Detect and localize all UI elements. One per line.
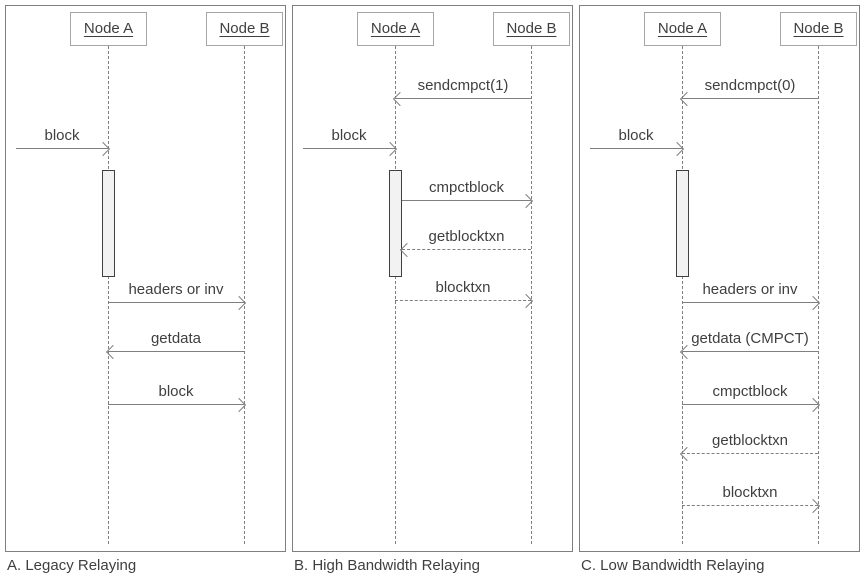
message-arrow-line [392, 91, 531, 107]
panel-caption: C. Low Bandwidth Relaying [581, 557, 765, 574]
message-arrow-line [108, 295, 247, 311]
message-arrow-line [395, 293, 534, 309]
node-a-box: Node A [70, 12, 147, 46]
message-arrow-line [679, 91, 818, 107]
message-arrow-line [16, 141, 111, 157]
message-label: cmpctblock [712, 383, 788, 400]
message-label: getdata (CMPCT) [691, 330, 809, 347]
message-label: getdata [150, 330, 202, 347]
message-label: getblocktxn [428, 228, 505, 245]
message-label: headers or inv [702, 281, 798, 298]
node-a-box: Node A [357, 12, 434, 46]
message-arrow-line [590, 141, 685, 157]
activation-bar [676, 170, 689, 277]
panel-frame: Node A Node B sendcmpct(1) block cmpctbl… [292, 5, 573, 552]
message-arrow-line [679, 344, 818, 360]
panel-low-bandwidth-relaying: Node A Node B sendcmpct(0) block headers… [579, 5, 860, 576]
message-arrow-line [105, 344, 244, 360]
message-label: headers or inv [128, 281, 224, 298]
lifeline-node-a [108, 46, 109, 544]
node-b-box: Node B [206, 12, 283, 46]
message-arrow-line [679, 446, 818, 462]
activation-bar [389, 170, 402, 277]
lifeline-node-b [531, 46, 532, 544]
node-b-box: Node B [493, 12, 570, 46]
message-label: block [44, 127, 80, 144]
node-b-box: Node B [780, 12, 857, 46]
panel-frame: Node A Node B block headers or inv getda… [5, 5, 286, 552]
message-arrow-line [108, 397, 247, 413]
message-label: sendcmpct(1) [417, 77, 509, 94]
lifeline-node-b [818, 46, 819, 544]
message-arrow-line [303, 141, 398, 157]
message-label: cmpctblock [428, 179, 505, 196]
node-a-label: Node A [370, 20, 421, 37]
activation-bar [102, 170, 115, 277]
message-label: blocktxn [435, 279, 491, 296]
panel-legacy-relaying: Node A Node B block headers or inv getda… [5, 5, 286, 576]
node-b-label: Node B [219, 20, 270, 37]
message-arrow-line [399, 242, 531, 258]
message-label: block [331, 127, 367, 144]
message-label: getblocktxn [712, 432, 788, 449]
message-label: block [158, 383, 194, 400]
message-arrow-line [682, 397, 821, 413]
panel-caption: B. High Bandwidth Relaying [294, 557, 480, 574]
message-arrow-line [682, 295, 821, 311]
node-a-label: Node A [657, 20, 708, 37]
node-a-label: Node A [83, 20, 134, 37]
message-label: block [618, 127, 654, 144]
message-label: blocktxn [722, 484, 778, 501]
message-arrow-line [682, 498, 821, 514]
node-b-label: Node B [793, 20, 844, 37]
panel-caption: A. Legacy Relaying [7, 557, 137, 574]
lifeline-node-b [244, 46, 245, 544]
message-arrow-line [402, 193, 534, 209]
lifeline-node-a [395, 46, 396, 544]
panel-frame: Node A Node B sendcmpct(0) block headers… [579, 5, 860, 552]
panel-high-bandwidth-relaying: Node A Node B sendcmpct(1) block cmpctbl… [292, 5, 573, 576]
node-a-box: Node A [644, 12, 721, 46]
lifeline-node-a [682, 46, 683, 544]
message-label: sendcmpct(0) [704, 77, 796, 94]
node-b-label: Node B [506, 20, 557, 37]
